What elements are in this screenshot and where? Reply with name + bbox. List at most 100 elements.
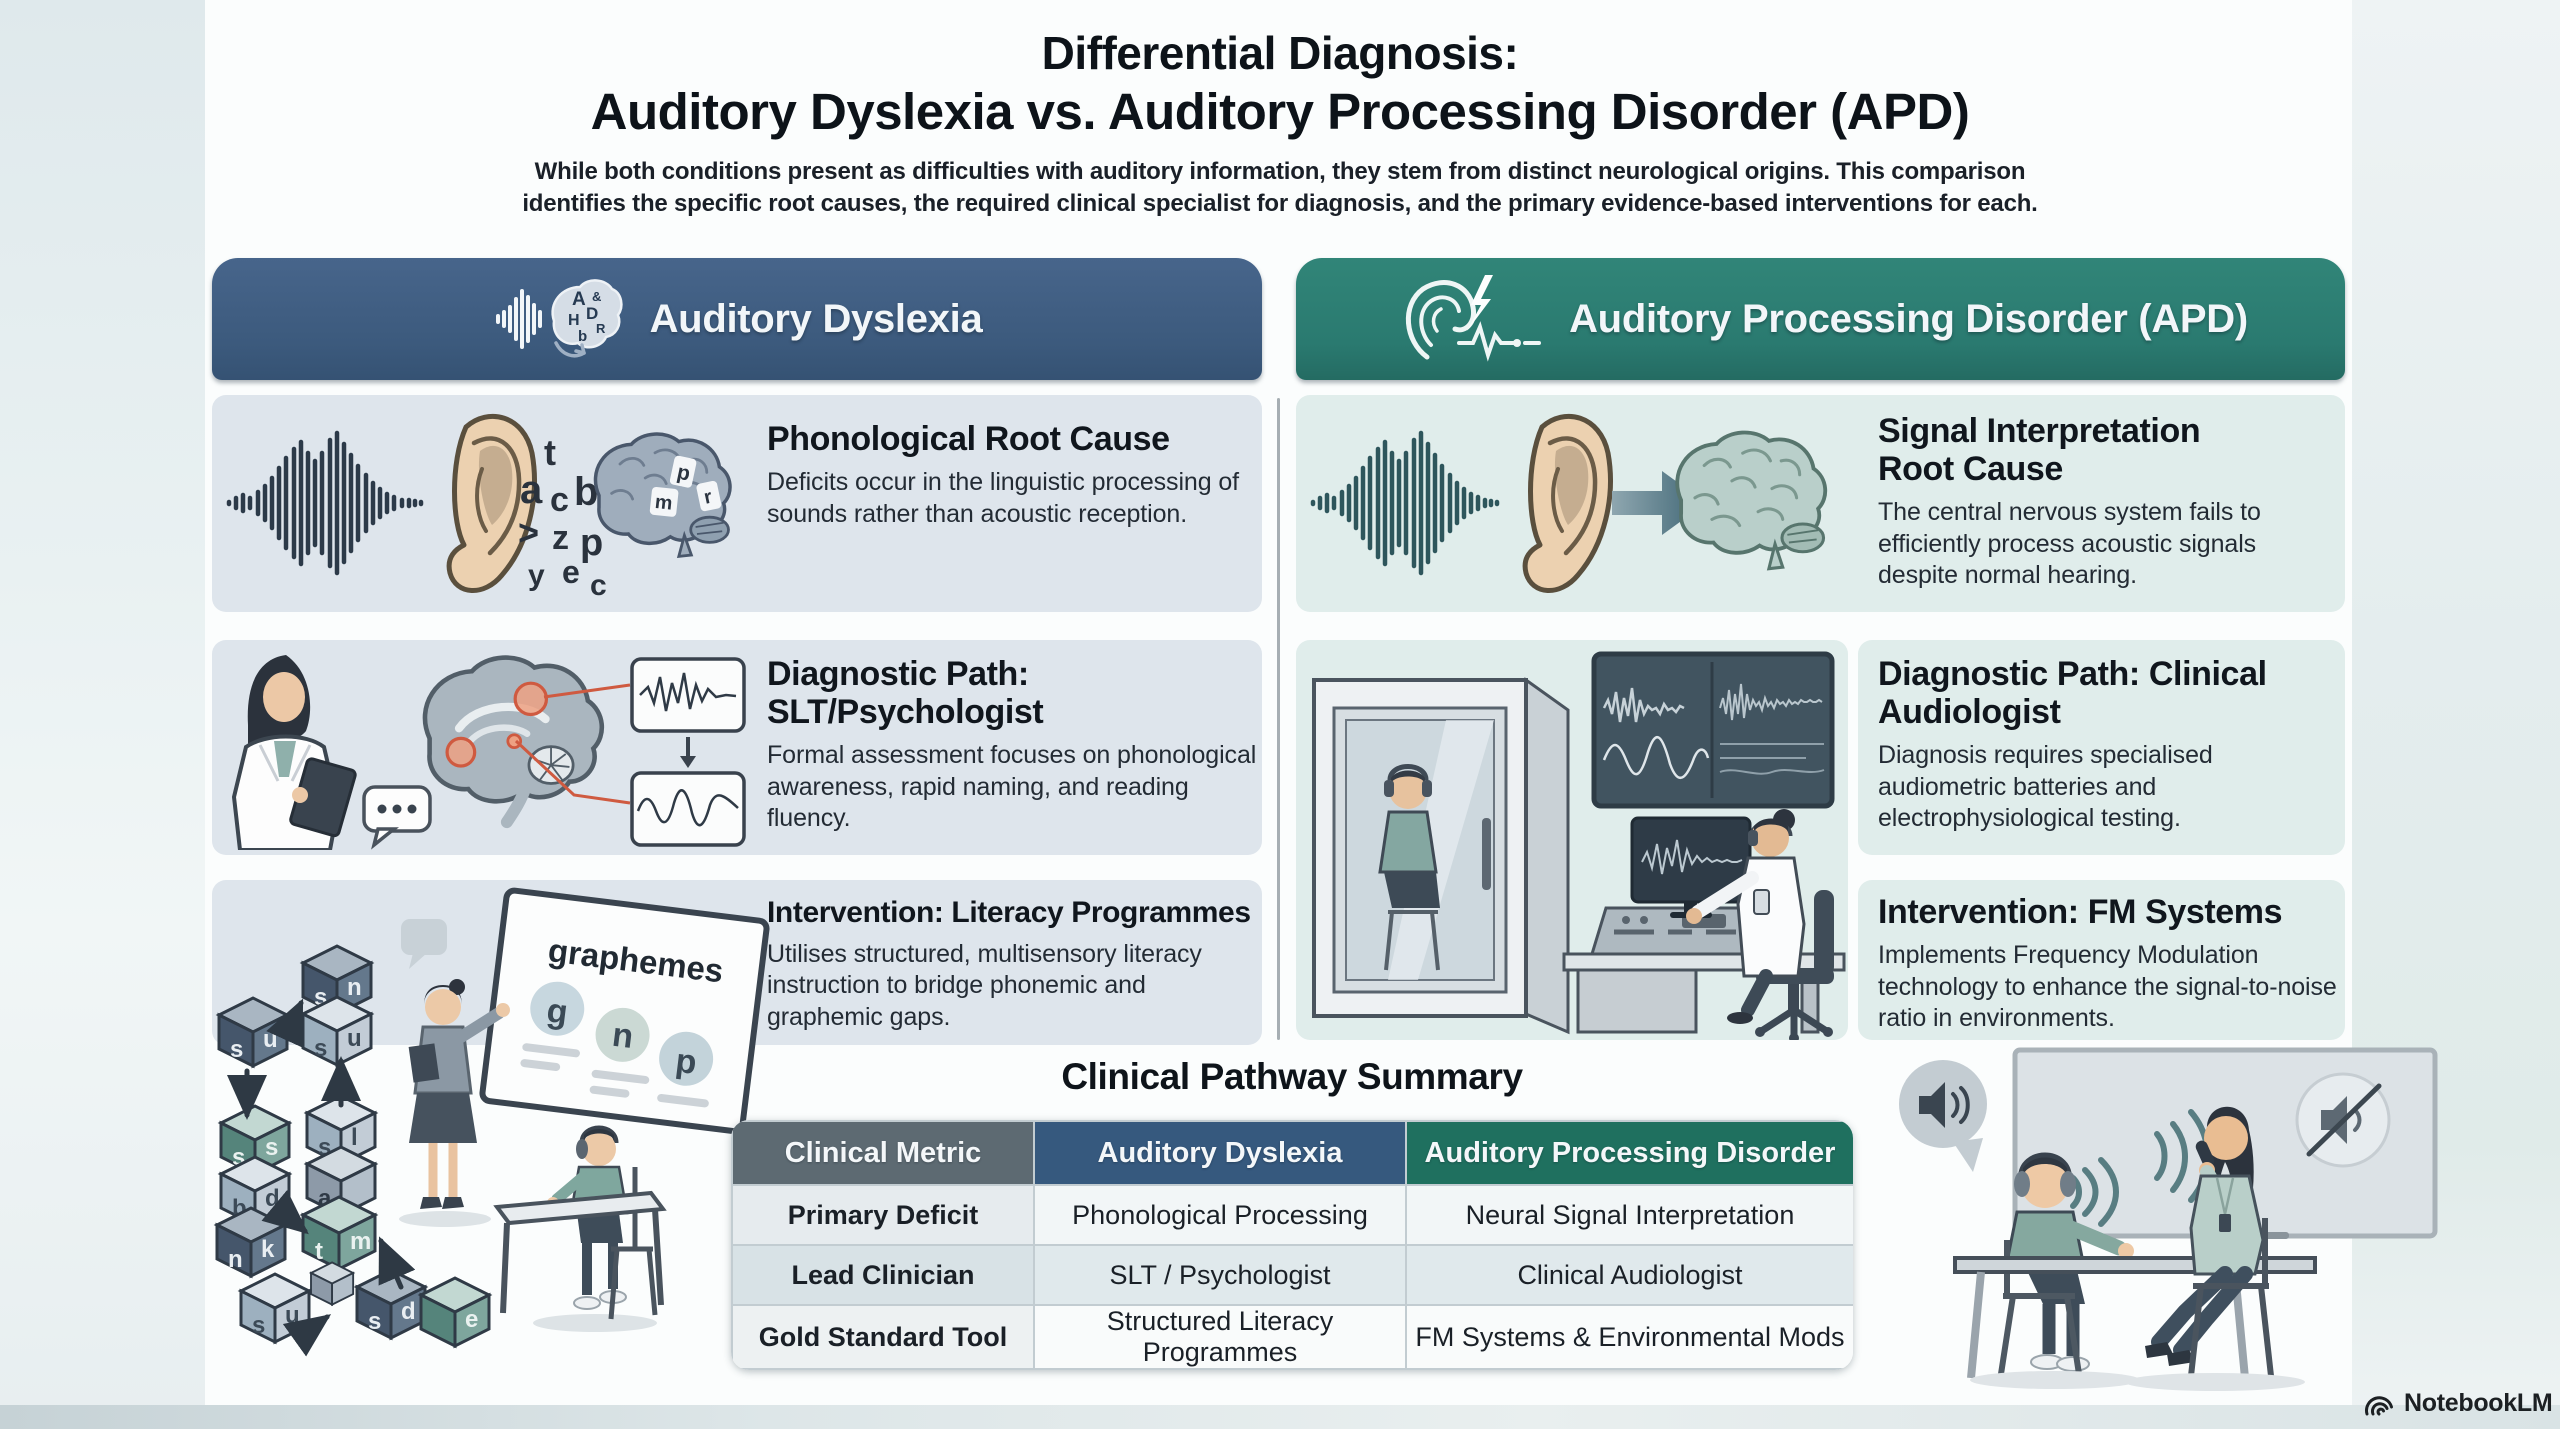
svg-text:n: n xyxy=(347,974,362,1001)
table-header-metric: Clinical Metric xyxy=(731,1120,1035,1186)
brain-scan-icon xyxy=(422,655,604,829)
apd-header-icon xyxy=(1406,275,1542,362)
section-title: Intervention: FM Systems xyxy=(1878,893,2283,931)
svg-text:b: b xyxy=(578,328,587,345)
column-divider xyxy=(1277,398,1280,1040)
clinical-pathway-table: Clinical Metric Auditory Dyslexia Audito… xyxy=(731,1120,1853,1370)
page-title-line1: Differential Diagnosis: xyxy=(1041,27,1519,79)
svg-text:t: t xyxy=(544,432,556,473)
svg-text:R: R xyxy=(596,321,606,336)
brain-letters-icon: A H D b R & xyxy=(551,279,623,358)
speech-bubble-icon xyxy=(362,785,432,850)
audiometer-desk xyxy=(1562,816,1846,1034)
svg-text:d: d xyxy=(401,1298,416,1325)
apd-root-cause-text: Signal Interpretation Root Cause The cen… xyxy=(1878,412,2340,592)
clinician-with-tablet xyxy=(231,655,357,850)
waveform-icon xyxy=(226,430,424,576)
background-bottom-band xyxy=(0,1405,2560,1429)
table-header-apd: Auditory Processing Disorder xyxy=(1405,1120,1853,1186)
svg-text:u: u xyxy=(285,1302,300,1329)
table-cell: Lead Clinician xyxy=(731,1244,1035,1306)
pulse-line-icon xyxy=(1457,321,1542,362)
waveform-icon xyxy=(1310,430,1500,576)
ear-icon xyxy=(446,413,537,593)
background-left-band xyxy=(0,0,205,1429)
table-header-dyslexia: Auditory Dyslexia xyxy=(1033,1120,1407,1186)
table-cell: Gold Standard Tool xyxy=(731,1304,1035,1370)
page-subtitle-line2: identifies the specific root causes, the… xyxy=(522,190,2038,217)
notebooklm-watermark: NotebookLM xyxy=(2362,1388,2553,1418)
apd-header-label: Auditory Processing Disorder (APD) xyxy=(1569,296,2248,341)
ear-icon xyxy=(1522,413,1613,593)
speech-bubble-icon xyxy=(401,919,447,969)
svg-text:s: s xyxy=(314,1035,327,1062)
svg-text:g: g xyxy=(545,992,570,1032)
waveform-icon xyxy=(495,289,542,349)
apd-root-cause-illustration xyxy=(1310,413,1828,593)
svg-text:e: e xyxy=(562,554,580,590)
table-cell: Neural Signal Interpretation xyxy=(1405,1184,1853,1246)
apd-diagnostic-text: Diagnostic Path: Clinical Audiologist Di… xyxy=(1878,655,2340,835)
section-title: Signal Interpretation Root Cause xyxy=(1878,412,2201,489)
speaker-bubble-icon xyxy=(1899,1060,1987,1172)
table-cell: Phonological Processing xyxy=(1033,1184,1407,1246)
lightning-icon xyxy=(1467,275,1494,331)
section-title: Intervention: Literacy Programmes xyxy=(767,896,1251,929)
svg-text:D: D xyxy=(586,304,598,323)
page-subtitle-line1: While both conditions present as difficu… xyxy=(534,158,2026,185)
page-title-line2: Auditory Dyslexia vs. Auditory Processin… xyxy=(590,83,1970,140)
desk-monitor xyxy=(1630,816,1752,918)
section-body: Formal assessment focuses on phonologica… xyxy=(767,741,1257,833)
student-at-desk xyxy=(493,1125,667,1320)
table-cell: Clinical Audiologist xyxy=(1405,1244,1853,1306)
svg-text:d: d xyxy=(265,1185,280,1212)
waveform-box-1 xyxy=(630,657,746,733)
waveform-box-2 xyxy=(630,771,746,847)
apd-audiology-booth-illustration xyxy=(1312,651,1846,1040)
table-cell: SLT / Psychologist xyxy=(1033,1244,1407,1306)
section-body: Utilises structured, multisensory litera… xyxy=(767,939,1202,1031)
sound-booth xyxy=(1312,677,1570,1035)
apd-diagnostic-card xyxy=(1858,640,2345,855)
svg-text:s: s xyxy=(230,1036,243,1063)
svg-text:A: A xyxy=(572,289,586,310)
dyslexia-root-cause-text: Phonological Root Cause Deficits occur i… xyxy=(767,420,1247,530)
scan-connector-lines xyxy=(514,683,631,805)
header-auditory-dyslexia: A H D b R & Auditory Dyslexia xyxy=(212,258,1262,380)
svg-text:s: s xyxy=(252,1312,265,1339)
svg-text:l: l xyxy=(351,1124,358,1151)
section-title: Phonological Root Cause xyxy=(767,420,1170,458)
svg-text:e: e xyxy=(465,1306,478,1333)
svg-text:&: & xyxy=(592,289,601,304)
dyslexia-header-label: Auditory Dyslexia xyxy=(649,296,983,341)
dyslexia-diagnostic-text: Diagnostic Path: SLT/Psychologist Formal… xyxy=(767,655,1259,835)
svg-text:n: n xyxy=(228,1246,243,1273)
section-body: Deficits occur in the linguistic process… xyxy=(767,468,1239,528)
section-body: Implements Frequency Modulation technolo… xyxy=(1878,941,2337,1033)
svg-text:s: s xyxy=(265,1134,278,1161)
dyslexia-intervention-text: Intervention: Literacy Programmes Utilis… xyxy=(767,896,1257,1033)
dyslexia-root-cause-illustration: t a c b n s > z p e y c p xyxy=(226,413,732,602)
section-body: Diagnosis requires specialised audiometr… xyxy=(1878,741,2213,833)
notebooklm-label: NotebookLM xyxy=(2404,1388,2553,1417)
muted-speaker-icon xyxy=(2295,1072,2391,1168)
arrow-down-icon xyxy=(680,737,696,768)
dyslexia-diagnostic-illustration xyxy=(231,655,746,850)
svg-text:p: p xyxy=(675,460,692,485)
table-cell: Primary Deficit xyxy=(731,1184,1035,1246)
wall-waveform-monitor xyxy=(1591,651,1835,809)
audiologist-figure xyxy=(1686,809,1834,1040)
brain-icon xyxy=(1675,430,1828,571)
table-cell: Structured Literacy Programmes xyxy=(1033,1304,1407,1370)
svg-text:k: k xyxy=(261,1236,275,1263)
svg-text:u: u xyxy=(263,1026,278,1053)
brain-icon: p r m xyxy=(593,432,732,559)
block-arrows xyxy=(227,998,416,1357)
notebooklm-logo-icon xyxy=(2365,1396,2393,1416)
svg-text:n: n xyxy=(610,1016,635,1056)
svg-text:p: p xyxy=(674,1042,699,1082)
apd-fm-classroom-illustration xyxy=(1899,1047,2438,1391)
apd-intervention-text: Intervention: FM Systems Implements Freq… xyxy=(1878,893,2348,1035)
svg-text:c: c xyxy=(550,481,569,519)
